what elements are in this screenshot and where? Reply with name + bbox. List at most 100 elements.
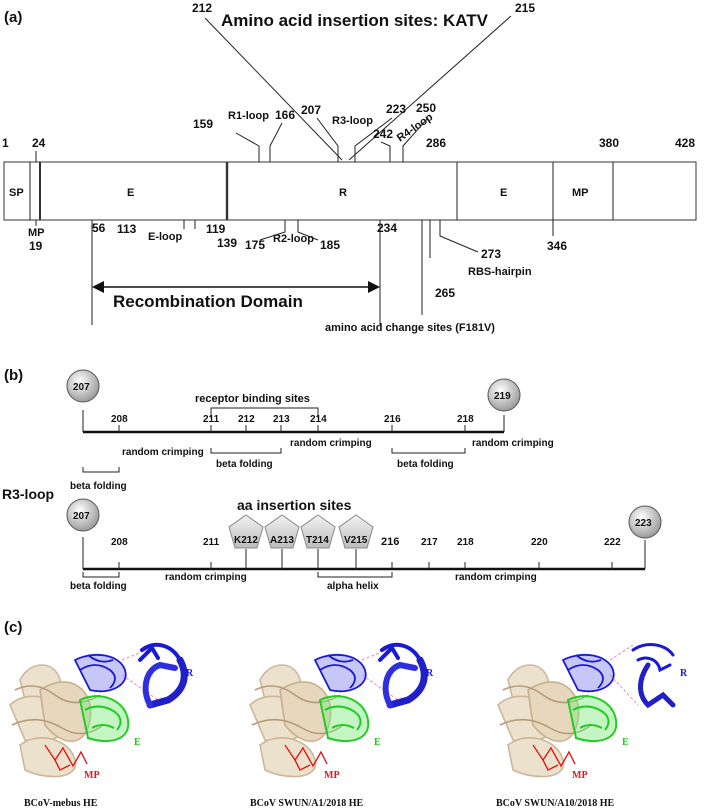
insertion-line-right — [348, 15, 512, 161]
row2-region-random-1: random crimping — [165, 572, 247, 583]
r2-loop-start: 175 — [245, 238, 265, 252]
r4-loop-line-a — [380, 141, 391, 162]
structure-2-e-domain — [318, 695, 370, 742]
structure-2-r-zoom — [378, 642, 428, 709]
structure-2: R E MP BCoV SWUN/A1/2018 HE — [249, 642, 434, 809]
r2-loop-label: R2-loop — [273, 233, 314, 245]
pentagon-a213 — [264, 514, 300, 549]
r3-loop-side-label: R3-loop — [2, 486, 54, 502]
row2-beta-bracket — [82, 572, 120, 578]
structure-3-e-label: E — [622, 737, 629, 748]
structure-1-core — [9, 664, 103, 778]
structure-2-mp-domain — [284, 744, 328, 771]
pentagon-a213-label: A213 — [270, 535, 294, 546]
row2-region-alpha-helix: alpha helix — [327, 581, 379, 592]
position-56: 56 — [92, 221, 106, 235]
row1-end-circle-label: 219 — [494, 391, 511, 402]
pentagon-t214 — [300, 514, 336, 549]
row2-tick-208: 208 — [111, 537, 128, 548]
structure-3-r-domain — [561, 653, 615, 693]
structure-3-mp-label: MP — [572, 770, 588, 781]
r4-loop-start: 242 — [373, 127, 393, 141]
pentagon-v215 — [338, 514, 374, 549]
row2-start-circle — [66, 498, 100, 532]
mp-small-number: 19 — [29, 239, 43, 253]
pentagon-k212 — [228, 514, 264, 549]
structure-2-caption: BCoV SWUN/A1/2018 HE — [250, 798, 363, 809]
r1-loop-line-b — [269, 122, 283, 162]
row1-region-beta-2: beta folding — [216, 459, 273, 470]
row2-pentagons — [228, 514, 374, 549]
structure-2-r-label: R — [426, 668, 434, 679]
row2-ticks — [118, 549, 613, 569]
structure-1-mp-label: MP — [84, 770, 100, 781]
row1-region-random-1: random crimping — [122, 447, 204, 458]
position-234: 234 — [377, 221, 397, 235]
row1-tick-218: 218 — [457, 414, 474, 425]
row1-tick-216: 216 — [384, 414, 401, 425]
segment-mp: MP — [572, 187, 589, 199]
rbs-start-number: 265 — [435, 286, 455, 300]
structure-1-r-label: R — [186, 668, 194, 679]
e-loop-start: 113 — [117, 222, 137, 236]
row1-tick-213: 213 — [273, 414, 290, 425]
panel-b-label: (b) — [4, 367, 23, 384]
insertion-title: Amino acid insertion sites: KATV — [221, 11, 489, 30]
position-139: 139 — [217, 236, 237, 250]
row2-tick-216: 216 — [381, 536, 399, 548]
structure-3-core — [497, 664, 591, 778]
structure-3-r-label: R — [680, 668, 688, 679]
mp-small-label: MP — [28, 227, 45, 239]
structure-2-mp-label: MP — [324, 770, 340, 781]
row2-end-circle-label: 223 — [635, 518, 652, 529]
structure-2-core — [249, 664, 343, 778]
structure-3: R E MP BCoV SWUN/A10/2018 HE — [496, 643, 688, 809]
row2-helix-bracket — [317, 572, 393, 578]
row1-start-circle-label: 207 — [73, 382, 90, 393]
structure-3-caption: BCoV SWUN/A10/2018 HE — [496, 798, 614, 809]
recombination-arrow — [92, 281, 380, 293]
position-380: 380 — [599, 136, 619, 150]
row2-tick-218: 218 — [457, 537, 474, 548]
row2-end-circle — [628, 505, 662, 539]
segment-r: R — [339, 187, 347, 199]
structure-3-e-domain — [566, 695, 618, 742]
rbs-end-number: 273 — [481, 247, 501, 261]
receptor-binding-bracket — [210, 407, 319, 418]
structure-1-caption: BCoV-mebus HE — [24, 798, 98, 809]
row1-region-random-2: random crimping — [290, 438, 372, 449]
row2-region-random-2: random crimping — [455, 572, 537, 583]
r4-loop-end: 250 — [416, 101, 436, 115]
row2-tick-217: 217 — [421, 537, 438, 548]
row2-tick-220: 220 — [531, 537, 548, 548]
aa-insertion-title: aa insertion sites — [237, 497, 352, 513]
pentagon-t214-label: T214 — [306, 535, 329, 546]
structure-1-e-label: E — [134, 737, 141, 748]
structure-3-r-zoom — [631, 643, 676, 709]
row2-tick-222: 222 — [604, 537, 621, 548]
recombination-domain-label: Recombination Domain — [113, 292, 303, 311]
receptor-binding-title: receptor binding sites — [195, 393, 310, 405]
panel-a-label: (a) — [4, 9, 22, 26]
row1-beta-bracket-1 — [82, 467, 120, 473]
position-24: 24 — [32, 136, 46, 150]
r2-loop-line-a — [259, 220, 286, 241]
row1-region-random-3: random crimping — [472, 438, 554, 449]
r1-loop-end: 166 — [275, 108, 295, 122]
segment-e-left: E — [127, 187, 134, 199]
e-loop-label: E-loop — [148, 231, 182, 243]
row1-start-circle — [66, 369, 100, 403]
row1-end-circle — [487, 378, 521, 412]
r1-loop-start: 159 — [193, 117, 213, 131]
change-sites-label: amino acid change sites (F181V) — [325, 322, 495, 334]
row1-region-beta-3: beta folding — [397, 459, 454, 470]
row1-beta-bracket-3 — [391, 448, 466, 454]
row2-tick-211: 211 — [203, 537, 220, 548]
r1-loop-label: R1-loop — [228, 110, 269, 122]
position-1: 1 — [2, 136, 9, 150]
segment-e-right: E — [500, 187, 507, 199]
structure-1-e-domain — [78, 695, 130, 742]
structure-1-mp-domain — [44, 744, 88, 771]
r3-loop-start: 207 — [301, 103, 321, 117]
